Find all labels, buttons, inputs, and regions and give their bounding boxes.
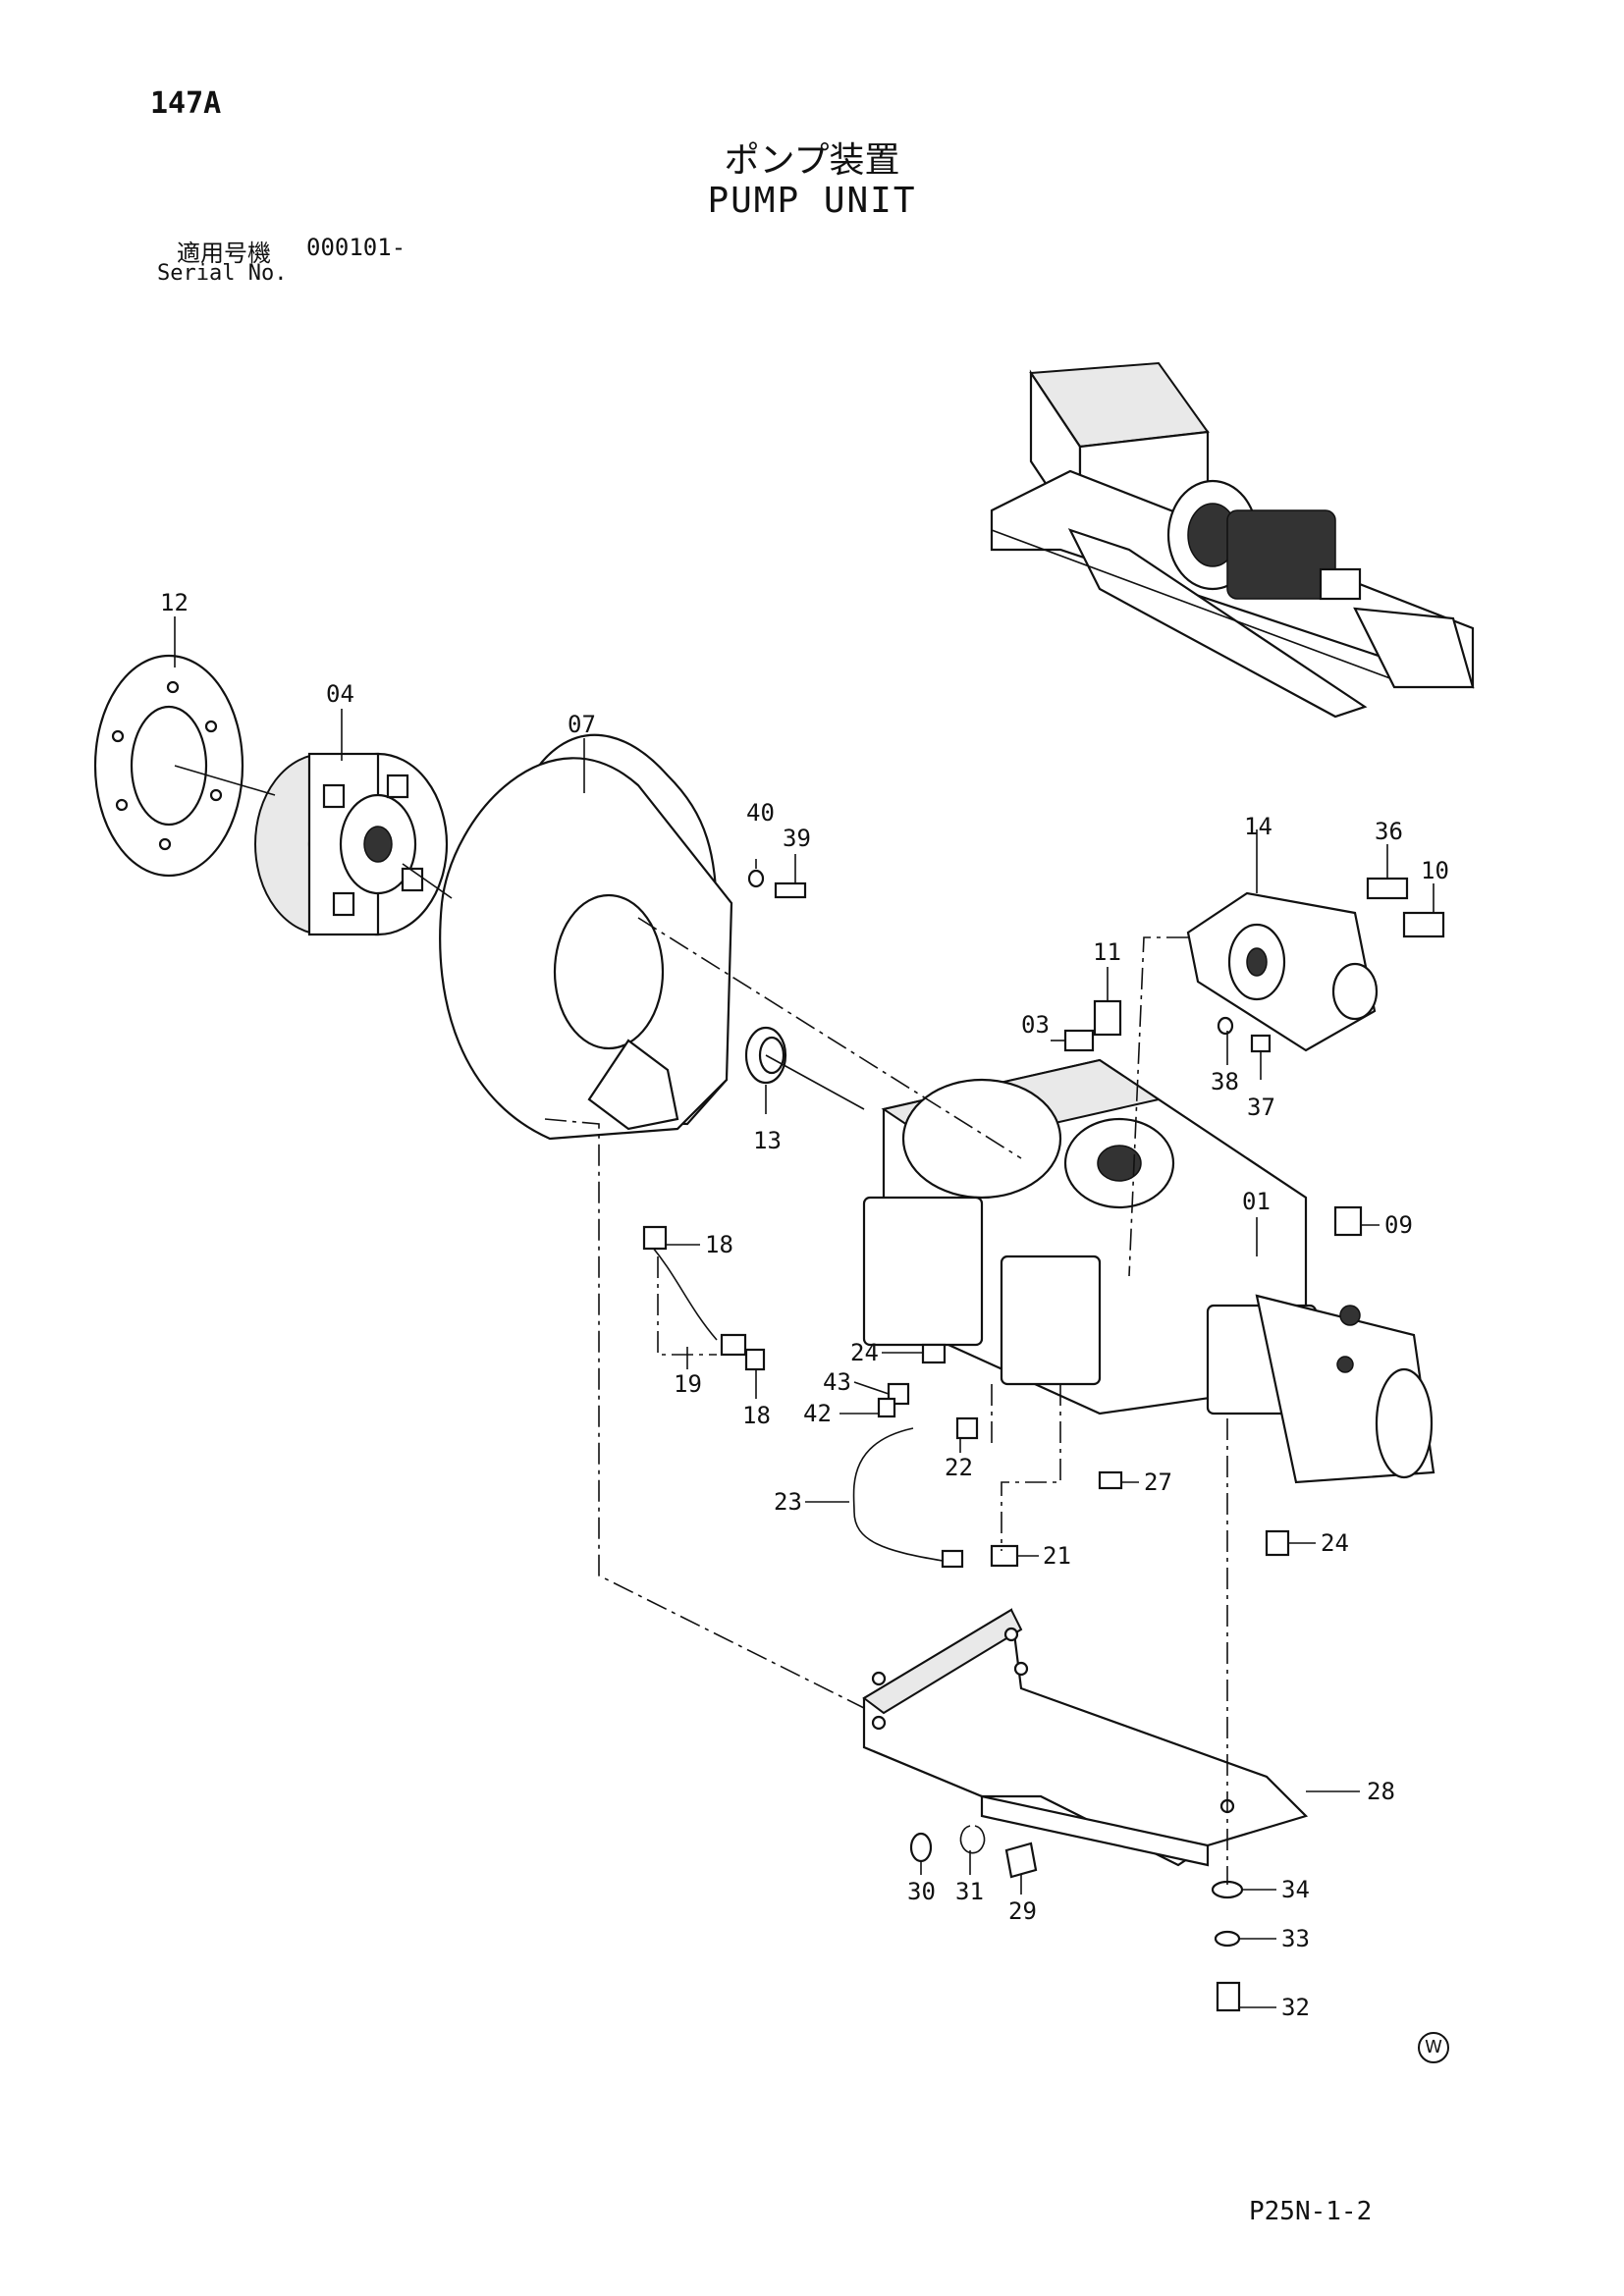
part-label-43: 43 xyxy=(823,1368,851,1396)
part-label-37: 37 xyxy=(1247,1094,1275,1121)
mounting-bracket xyxy=(862,1608,1309,1867)
part-label-30: 30 xyxy=(907,1878,936,1905)
part-label-24-right: 24 xyxy=(1321,1529,1349,1557)
part-label-42: 42 xyxy=(803,1400,832,1427)
serial-label-japanese: 適用号機 xyxy=(177,240,271,267)
part-label-24-left: 24 xyxy=(850,1339,879,1366)
fittings xyxy=(642,869,1445,2012)
part-label-04: 04 xyxy=(326,680,354,708)
oil-seal-inner xyxy=(758,1036,785,1075)
flange-plate xyxy=(93,654,244,878)
part-label-13: 13 xyxy=(753,1127,782,1154)
hose-23 xyxy=(852,1427,944,1562)
part-label-38: 38 xyxy=(1211,1068,1239,1095)
label-leaders xyxy=(174,616,1435,2008)
main-pump xyxy=(862,1058,1435,1484)
pilot-pump xyxy=(1186,891,1379,1052)
part-label-33: 33 xyxy=(1281,1925,1310,1952)
part-label-14: 14 xyxy=(1244,813,1272,840)
part-label-28: 28 xyxy=(1367,1778,1395,1805)
part-label-29: 29 xyxy=(1008,1897,1037,1925)
part-label-34: 34 xyxy=(1281,1876,1310,1903)
flywheel-housing xyxy=(439,733,733,1141)
part-label-40: 40 xyxy=(746,799,775,827)
w-mark-icon: W xyxy=(1418,2032,1449,2063)
part-label-12: 12 xyxy=(160,589,189,616)
part-label-23: 23 xyxy=(774,1488,802,1516)
part-label-19: 19 xyxy=(674,1370,702,1398)
title-japanese: ポンプ装置 xyxy=(724,140,900,181)
part-label-01: 01 xyxy=(1242,1188,1271,1215)
coupling xyxy=(254,752,449,936)
part-label-31: 31 xyxy=(955,1878,984,1905)
page-code: P25N-1-2 xyxy=(1249,2197,1373,2226)
title-english: PUMP UNIT xyxy=(707,181,917,221)
part-label-21: 21 xyxy=(1043,1542,1071,1570)
part-label-18-upper: 18 xyxy=(705,1231,733,1258)
serial-label-english: Serial No. xyxy=(157,261,288,286)
part-label-22: 22 xyxy=(945,1454,973,1481)
part-label-32: 32 xyxy=(1281,1994,1310,2021)
part-label-39: 39 xyxy=(783,825,811,852)
part-label-11: 11 xyxy=(1093,938,1121,966)
part-label-07: 07 xyxy=(568,711,596,738)
machine-inset-illustration xyxy=(990,361,1475,719)
part-label-27: 27 xyxy=(1144,1468,1172,1496)
hose-19 xyxy=(647,1241,718,1341)
part-label-10: 10 xyxy=(1421,857,1449,884)
part-label-18-lower: 18 xyxy=(742,1402,771,1429)
center-lines xyxy=(544,917,1228,1885)
part-label-36: 36 xyxy=(1375,818,1403,845)
part-label-09: 09 xyxy=(1384,1211,1413,1239)
part-label-03: 03 xyxy=(1021,1011,1050,1039)
serial-number-value: 000101- xyxy=(306,234,406,261)
page-number: 147A xyxy=(150,86,222,121)
part-labels: 12 04 07 40 39 14 36 10 11 03 38 37 13 0… xyxy=(160,589,1449,2021)
